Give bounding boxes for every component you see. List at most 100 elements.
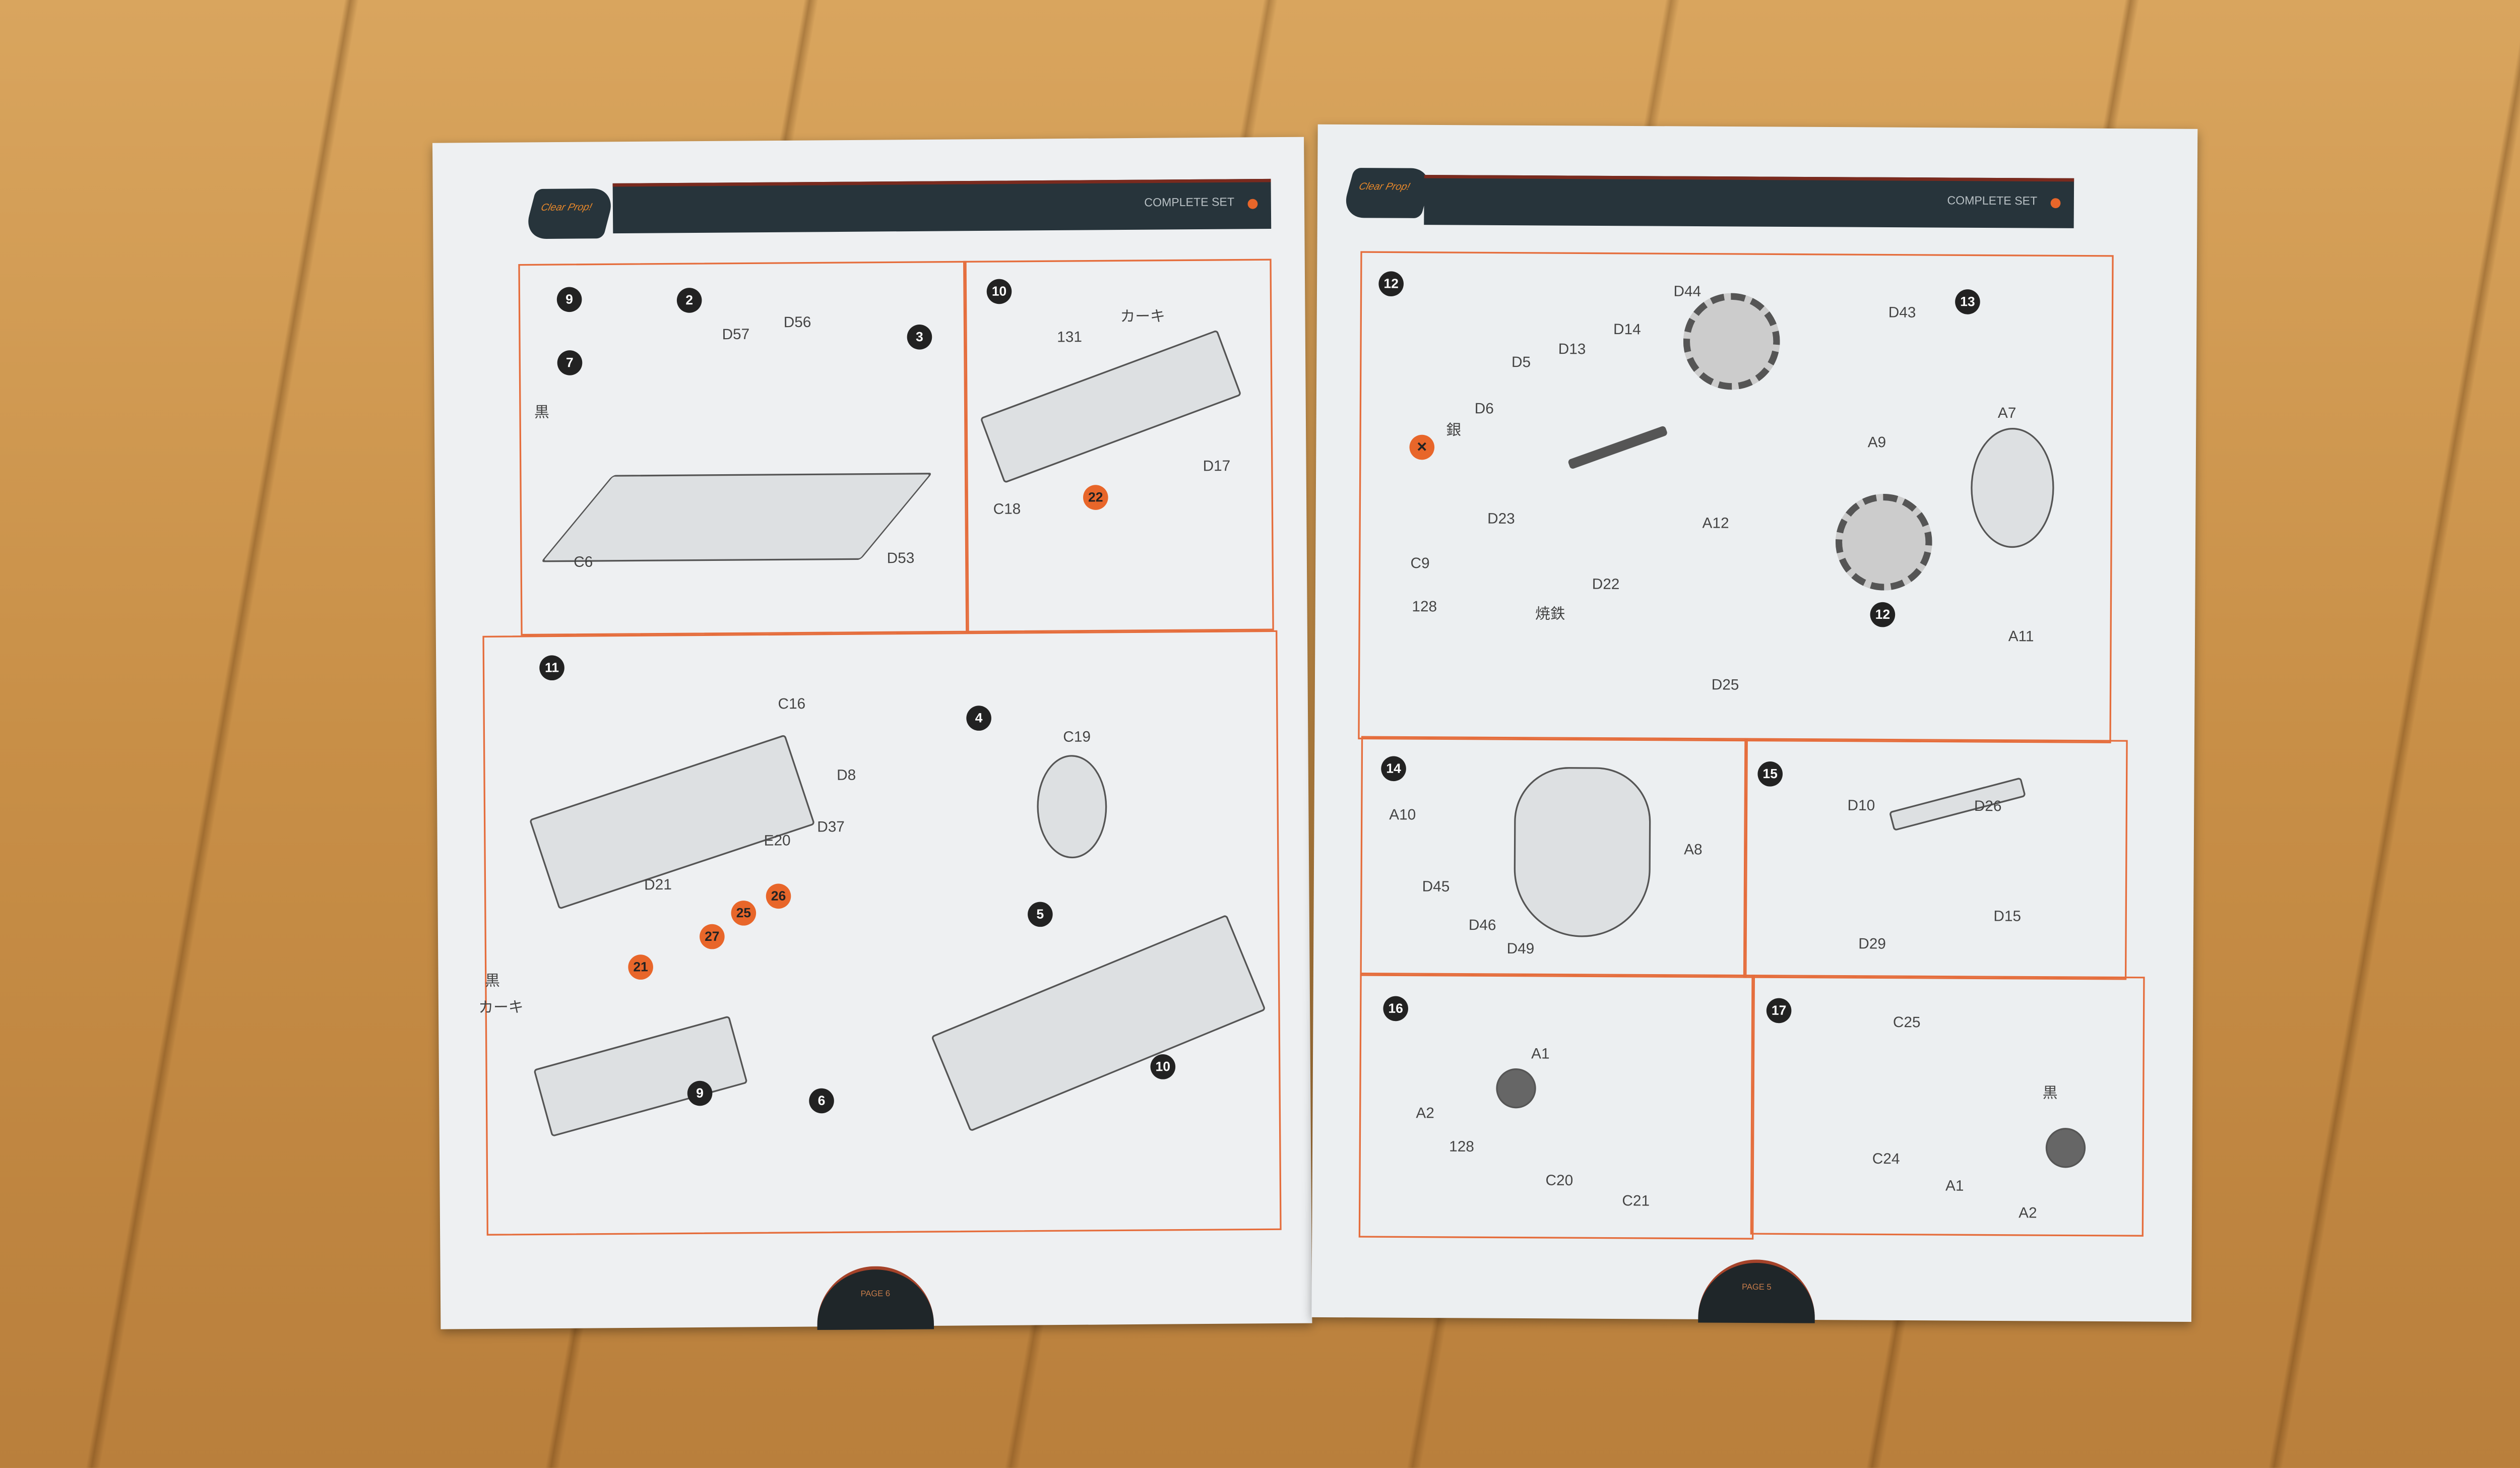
handwritten-note: 131 [1057,328,1083,346]
step-number: 16 [1383,996,1409,1022]
part-label: D43 [1888,304,1916,321]
part-label: D56 [783,313,811,331]
part-label: A1 [1531,1045,1550,1062]
page-footer-tab: PAGE 5 [1698,1259,1815,1323]
step-number: 17 [1766,998,1792,1024]
step-number: 9 [556,287,582,312]
step-9-panel [518,261,969,636]
part-label: C25 [1893,1013,1921,1031]
handwritten-note: カーキ [1120,307,1165,325]
part-label: D46 [1468,916,1496,934]
header-title: COMPLETE SET [1947,196,2038,208]
decal-number: 25 [731,900,757,926]
part-label: C24 [1872,1150,1900,1167]
part-label: C16 [778,695,806,713]
left-instruction-page: Clear Prop! COMPLETE SET 9 2 7 3 10 11 4… [432,137,1312,1330]
part-label: A1 [1945,1177,1964,1194]
handwritten-note: 銀 [1446,421,1462,438]
part-label: D25 [1711,676,1739,693]
part-label: D29 [1858,935,1886,952]
part-label: A12 [1702,515,1729,532]
cowling-part [1514,767,1651,938]
wheel-part [1496,1068,1536,1109]
part-label: D37 [817,818,845,836]
part-label: A8 [1684,841,1703,858]
step-number: 4 [966,706,992,731]
step-number: 9 [687,1080,713,1106]
part-label: E20 [764,832,791,849]
step-15-panel [1743,738,2128,980]
part-label: D6 [1474,400,1494,417]
page-footer-tab: PAGE 6 [816,1265,934,1330]
page-number: PAGE 6 [860,1289,891,1300]
decal-number: 22 [1083,485,1108,510]
part-label: D5 [1511,353,1531,370]
step-number: 10 [986,279,1012,304]
part-label: A2 [1416,1104,1434,1121]
handwritten-note: 黒 [2042,1084,2058,1102]
handwritten-note: 128 [1412,598,1437,615]
part-label: D17 [1203,457,1231,474]
part-label: D21 [644,876,672,893]
step-number: 14 [1381,756,1406,782]
part-label: C9 [1410,554,1430,571]
part-label: D13 [1558,340,1586,358]
part-label: C21 [1622,1192,1650,1209]
part-label: A2 [2019,1204,2037,1222]
right-instruction-page: Clear Prop! COMPLETE SET 12 13 12 14 15 … [1311,124,2198,1323]
handwritten-note: 128 [1449,1138,1474,1155]
step-number: 12 [1378,271,1404,297]
brand-logo: Clear Prop! [1340,168,1434,218]
x-mark-icon: ✕ [1409,434,1435,460]
header-dot-icon [2050,198,2061,209]
part-label: A10 [1389,806,1416,823]
brand-logo: Clear Prop! [523,188,616,239]
part-label: C18 [993,500,1021,518]
decal-number: 26 [766,883,791,909]
step-number: 7 [557,350,583,375]
header-title: COMPLETE SET [1144,197,1235,210]
wheel-part [2045,1127,2086,1168]
page-header: COMPLETE SET [1424,174,2074,228]
part-label: D57 [722,326,750,343]
part-label: D14 [1613,321,1641,338]
page-header: COMPLETE SET [612,178,1272,234]
handwritten-note: 焼鉄 [1535,605,1565,622]
handwritten-note: 黒 [485,972,500,989]
part-label: A9 [1867,433,1886,451]
header-dot-icon [1247,199,1258,209]
step-number: 11 [539,655,565,681]
part-label: D53 [887,549,915,566]
part-label: A11 [2008,627,2034,645]
step-17-panel [1750,975,2145,1237]
part-label: C20 [1545,1172,1573,1189]
handwritten-note: 黒 [534,404,550,421]
step-number: 2 [676,287,702,313]
part-label: D45 [1422,878,1450,895]
part-label: D22 [1592,576,1620,593]
step-number: 3 [907,324,932,350]
step-number: 15 [1757,761,1783,787]
step-number: 10 [1150,1054,1176,1079]
part-label: D8 [837,767,856,784]
decal-number: 27 [699,924,725,949]
logo-text: Clear Prop! [1357,182,1411,194]
part-label: D26 [1974,797,2002,814]
part-label: A7 [1997,404,2017,421]
part-label: D44 [1673,283,1702,300]
step-number: 5 [1027,902,1053,927]
handwritten-note: カーキ [478,998,524,1016]
part-label: D15 [1993,908,2022,925]
engine-part [1835,493,1933,591]
bulkhead-part [1036,754,1107,859]
page-number: PAGE 5 [1742,1283,1772,1293]
part-label: D10 [1847,797,1875,814]
step-11-panel [482,630,1282,1236]
logo-text: Clear Prop! [539,203,593,214]
cowling-ring-part [1970,427,2055,548]
part-label: C19 [1063,728,1091,745]
engine-part [1683,293,1781,390]
step-number: 12 [1870,602,1896,627]
